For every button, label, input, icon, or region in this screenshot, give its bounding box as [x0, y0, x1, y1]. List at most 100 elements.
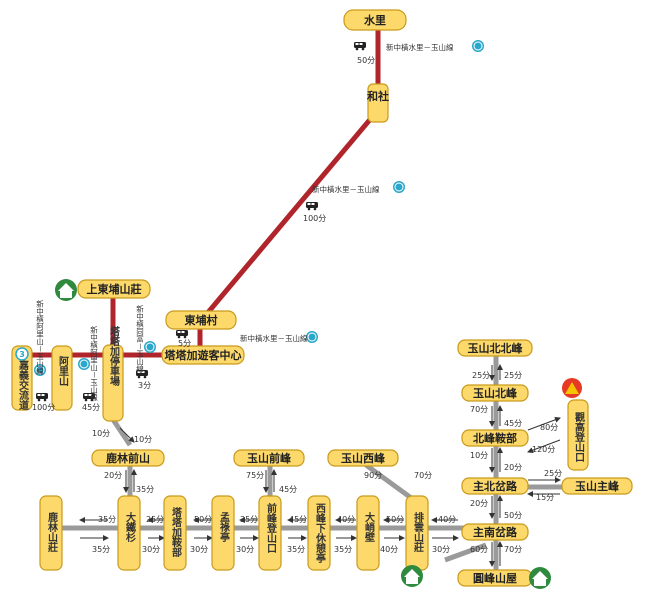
svg-text:35分: 35分	[287, 545, 305, 554]
station-heshe-label: 和社	[367, 89, 389, 103]
bus-route-badge-icon	[143, 340, 157, 354]
station-chiayi[interactable]	[11, 345, 33, 411]
travel-arrows	[79, 364, 561, 567]
svg-text:和社: 和社	[367, 89, 389, 103]
svg-text:40分: 40分	[337, 515, 355, 524]
station-heshe[interactable]: 和社	[367, 83, 389, 123]
station-guanggao[interactable]	[567, 399, 589, 471]
bus-icon	[176, 330, 188, 339]
svg-text:50分: 50分	[386, 515, 404, 524]
svg-text:45分: 45分	[504, 419, 522, 428]
bus-icon	[36, 393, 48, 402]
station-lulin-saddle[interactable]: 鹿林前山	[91, 449, 165, 467]
svg-text:北峰鞍部: 北峰鞍部	[473, 431, 517, 445]
svg-text:20分: 20分	[104, 471, 122, 480]
time-labels: 10分 10分 20分 35分 35分 35分 25分 30分 50分 30分 …	[92, 371, 562, 554]
station-lulin-lodge-label: 鹿林山莊	[46, 511, 59, 553]
svg-text:東埔村: 東埔村	[185, 313, 218, 327]
station-dadie[interactable]	[117, 495, 141, 571]
time-mid: 100分	[303, 214, 326, 223]
station-yushan-front[interactable]: 玉山前峰	[233, 449, 305, 467]
route-label-shuili: 新中橫水里－玉山線	[386, 42, 454, 52]
svg-text:20分: 20分	[470, 499, 488, 508]
svg-text:鹿林前山: 鹿林前山	[106, 451, 150, 465]
station-yuanfeng[interactable]: 圓峰山屋	[457, 569, 533, 587]
svg-text:40分: 40分	[380, 545, 398, 554]
station-main-north[interactable]: 主北岔路	[461, 477, 529, 495]
station-north-saddle[interactable]: 北峰鞍部	[461, 429, 529, 447]
station-mengluting[interactable]	[211, 495, 235, 571]
svg-text:玉山西峰: 玉山西峰	[341, 451, 386, 465]
svg-text:30分: 30分	[236, 545, 254, 554]
svg-text:10分: 10分	[470, 451, 488, 460]
svg-text:圓峰山屋: 圓峰山屋	[473, 571, 517, 585]
svg-text:70分: 70分	[414, 471, 432, 480]
svg-text:上東埔山莊: 上東埔山莊	[87, 282, 142, 296]
svg-text:40分: 40分	[438, 515, 456, 524]
svg-text:70分: 70分	[470, 405, 488, 414]
svg-text:35分: 35分	[240, 515, 258, 524]
svg-text:50分: 50分	[194, 515, 212, 524]
station-lulin-lodge[interactable]	[39, 495, 63, 571]
station-mengluting-label: 孟祿亭	[218, 512, 231, 543]
bus-route-badge-icon: 3	[15, 347, 29, 361]
svg-text:75分: 75分	[246, 471, 264, 480]
bus-route-badge-icon	[77, 357, 91, 371]
road-network	[27, 25, 381, 398]
station-tataka-saddle-label: 塔塔加鞍部	[170, 506, 183, 558]
svg-text:45分: 45分	[289, 515, 307, 524]
svg-text:25分: 25分	[472, 371, 490, 380]
svg-text:水里: 水里	[364, 13, 386, 27]
svg-text:10分: 10分	[134, 435, 152, 444]
station-tataka-saddle[interactable]	[163, 495, 187, 571]
station-qianfeng[interactable]	[258, 495, 282, 571]
station-dongpu-village[interactable]: 東埔村	[165, 310, 237, 330]
station-alishan-label: 阿里山	[57, 356, 69, 387]
svg-text:120分: 120分	[532, 445, 555, 454]
station-xifeng-rest[interactable]	[307, 495, 331, 571]
time-alishan-a: 100分	[32, 403, 55, 412]
station-datiebi[interactable]	[356, 495, 380, 571]
bus-route-badge-icon	[471, 39, 485, 53]
station-yushan-north-north[interactable]: 玉山北北峰	[457, 339, 533, 357]
bus-route-badge-icon	[305, 330, 319, 344]
station-yushan-north[interactable]: 玉山北峰	[461, 384, 529, 402]
station-yushan-west[interactable]: 玉山西峰	[327, 449, 399, 467]
station-tataka-parking[interactable]	[102, 344, 124, 422]
svg-text:玉山前峰: 玉山前峰	[247, 451, 292, 465]
route-label-dongpu: 新中橫同富－玉山線	[135, 304, 144, 373]
station-datiebi-label: 大峭壁	[363, 511, 375, 542]
svg-text:20分: 20分	[504, 463, 522, 472]
station-tataka-visitor[interactable]: 塔塔加遊客中心	[161, 345, 245, 365]
bus-icon	[354, 42, 366, 51]
mountain-hut-icon	[401, 565, 423, 587]
svg-text:30分: 30分	[190, 545, 208, 554]
route-label-tataka: 新中橫水里－玉山線	[240, 333, 308, 343]
svg-text:玉山主峰: 玉山主峰	[575, 479, 620, 493]
svg-text:70分: 70分	[504, 545, 522, 554]
svg-text:35分: 35分	[92, 545, 110, 554]
svg-text:30分: 30分	[432, 545, 450, 554]
time-tataka: 5分	[178, 339, 191, 348]
station-qianfeng-label: 前峰登山口	[265, 502, 278, 553]
station-alishan[interactable]	[51, 345, 73, 411]
svg-text:60分: 60分	[470, 545, 488, 554]
bus-route-badge-icon	[392, 180, 406, 194]
svg-text:35分: 35分	[334, 545, 352, 554]
svg-text:30分: 30分	[142, 545, 160, 554]
station-dongpu-lodge[interactable]: 上東埔山莊	[77, 279, 151, 299]
station-chiayi-label: 嘉義交流道	[17, 359, 30, 411]
campsite-icon	[562, 378, 582, 398]
svg-text:塔塔加遊客中心: 塔塔加遊客中心	[165, 348, 242, 362]
mountain-hut-icon	[529, 567, 551, 589]
route-label-alishan-2: 新中橫阿里山－玉山線	[89, 325, 98, 401]
station-main-south[interactable]: 主南岔路	[461, 523, 529, 541]
station-main-peak[interactable]: 玉山主峰	[561, 477, 633, 495]
svg-text:90分: 90分	[364, 471, 382, 480]
svg-text:主南岔路: 主南岔路	[473, 525, 518, 539]
route-label-alishan: 新中橫阿里山－玉山線	[35, 299, 44, 375]
svg-text:35分: 35分	[98, 515, 116, 524]
station-shuili[interactable]: 水里	[343, 9, 407, 31]
station-paiyun-label: 排雲山莊	[412, 511, 425, 553]
svg-text:3: 3	[19, 350, 25, 359]
